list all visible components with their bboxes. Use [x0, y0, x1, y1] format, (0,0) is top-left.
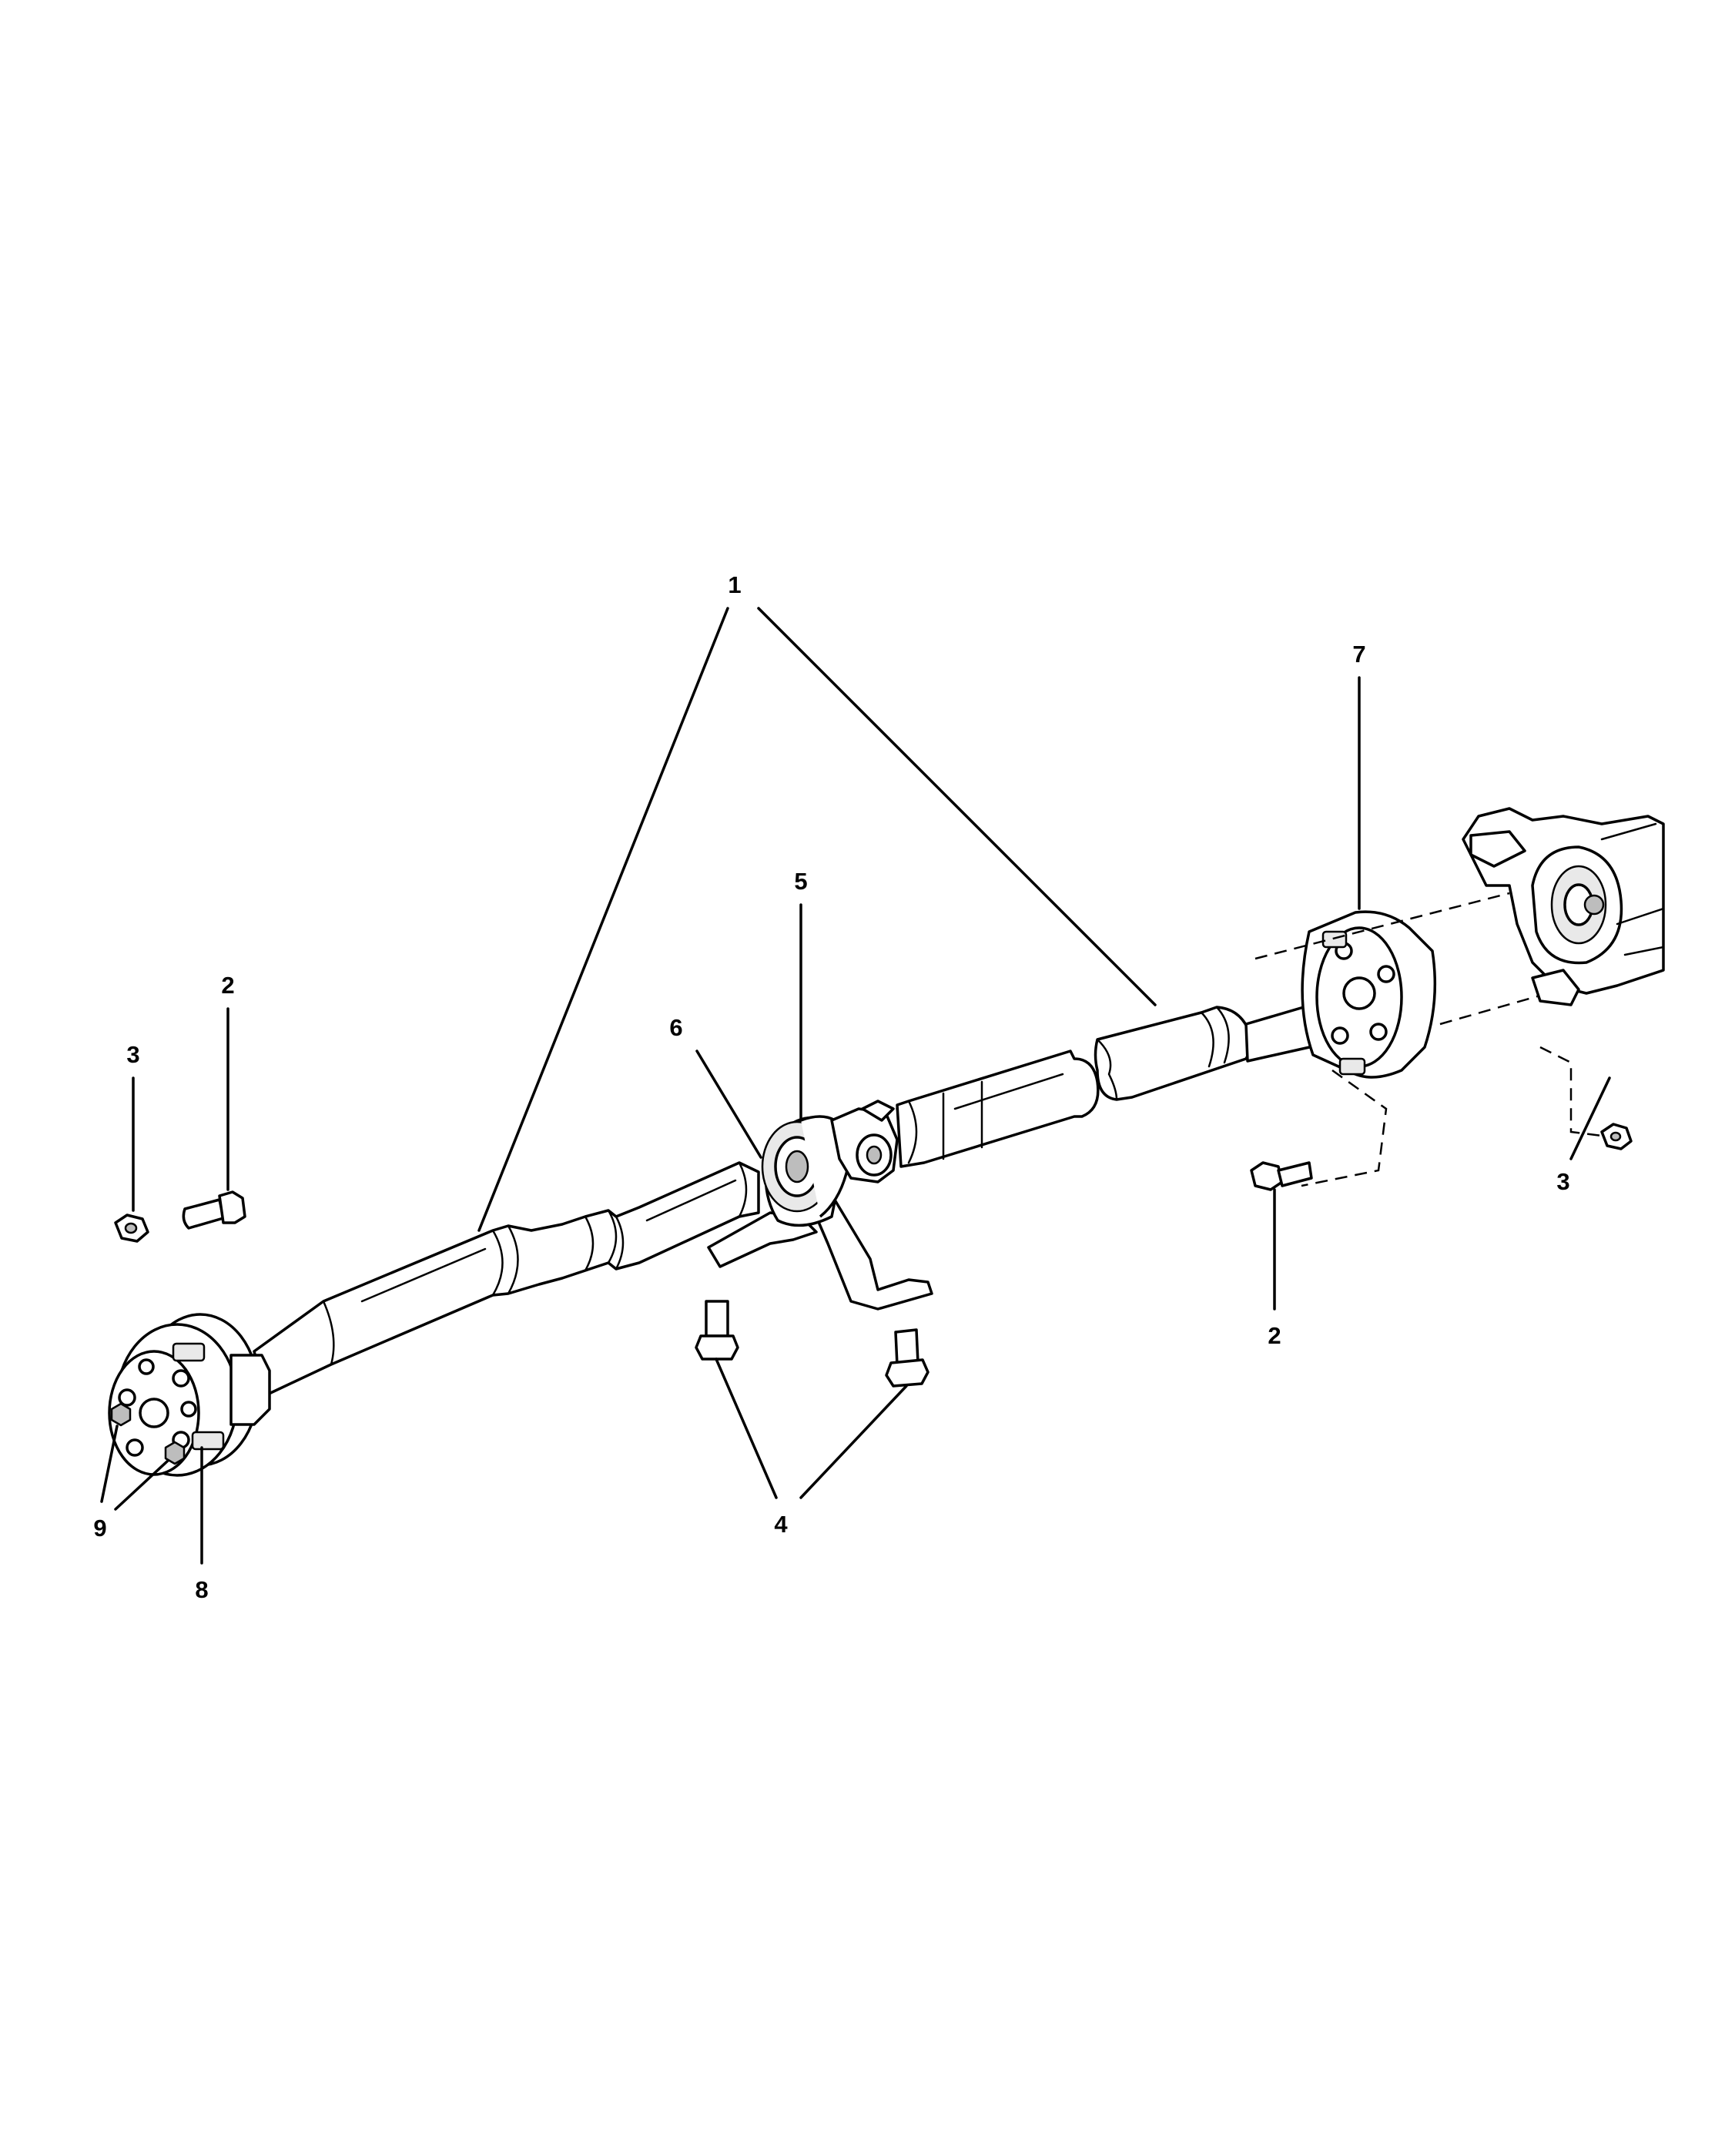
callout-9: 9 — [93, 1515, 106, 1542]
callout-8: 8 — [195, 1576, 208, 1603]
transmission-output-flange — [1462, 807, 1665, 1006]
nut-front — [1600, 1123, 1633, 1150]
front-driveshaft-tube — [896, 995, 1355, 1168]
bolt-rear — [182, 1190, 246, 1230]
callout-1: 1 — [728, 571, 741, 598]
callout-3-right: 3 — [1556, 1168, 1569, 1195]
callout-6: 6 — [669, 1014, 682, 1041]
callout-4: 4 — [774, 1511, 788, 1538]
alignment-guides — [1254, 892, 1603, 1187]
front-flex-coupler — [1301, 910, 1437, 1079]
callout-3-left: 3 — [126, 1041, 139, 1068]
bracket-bolts — [695, 1300, 929, 1388]
flex-coupler-nuts — [110, 1402, 186, 1465]
center-bearing-bracket — [707, 1115, 933, 1311]
rear-flex-coupler — [108, 1313, 271, 1477]
rear-driveshaft-tube — [253, 1161, 760, 1397]
callout-2-right: 2 — [1268, 1322, 1281, 1349]
callout-labels: 1 2 2 3 3 4 5 6 7 8 9 — [93, 571, 1569, 1603]
callout-5: 5 — [794, 868, 807, 895]
callout-7: 7 — [1352, 641, 1365, 668]
bolt-front — [1250, 1161, 1313, 1191]
callout-2-left: 2 — [221, 972, 234, 999]
nut-rear — [114, 1214, 149, 1243]
leader-lines — [100, 607, 1611, 1565]
